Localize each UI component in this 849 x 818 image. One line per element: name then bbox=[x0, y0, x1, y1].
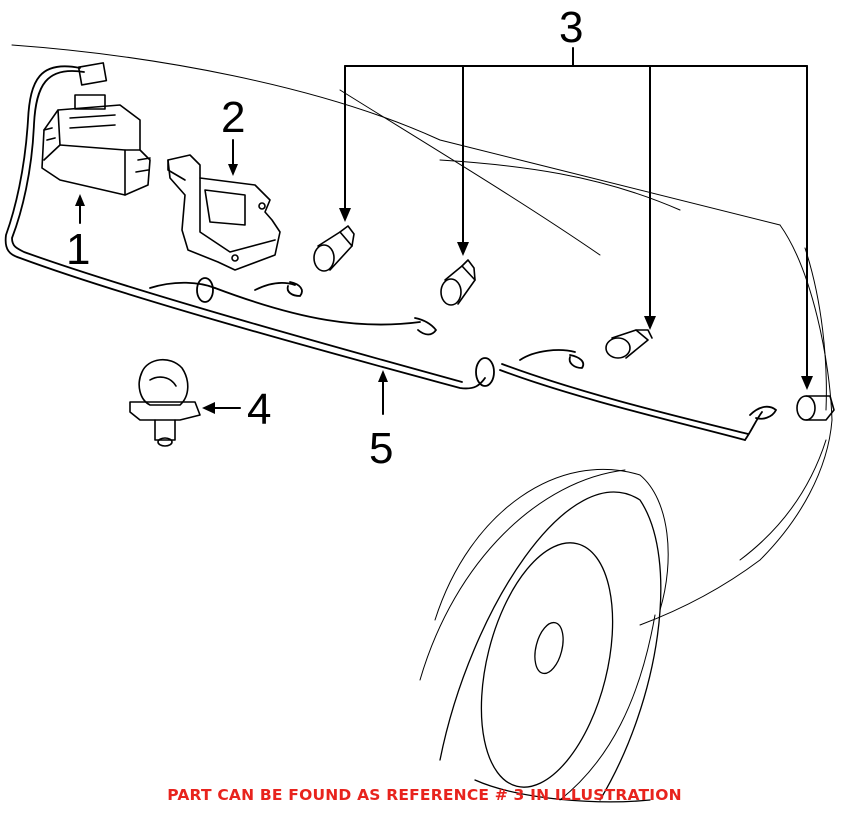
vehicle-body-outline bbox=[11, 44, 833, 801]
callout-1-label: 1 bbox=[66, 225, 90, 274]
control-module-part bbox=[41, 62, 151, 196]
bracket-part bbox=[167, 154, 281, 271]
sensor-part-c bbox=[605, 329, 653, 359]
wheel-tire bbox=[439, 491, 662, 803]
wiring-harness-part bbox=[4, 65, 777, 441]
sensor-part-d bbox=[796, 395, 835, 421]
sensor-clip-part bbox=[129, 359, 201, 447]
sensor-part-a bbox=[313, 225, 355, 272]
callout-3-label: 3 bbox=[559, 3, 583, 52]
arrow-heads bbox=[75, 164, 813, 414]
sensor-part-b bbox=[440, 259, 476, 306]
callout-4-label: 4 bbox=[247, 385, 271, 434]
callout-5-label: 5 bbox=[369, 424, 393, 473]
callout-2-label: 2 bbox=[221, 93, 245, 142]
reference-caption: PART CAN BE FOUND AS REFERENCE # 3 IN IL… bbox=[167, 786, 682, 804]
callout-arrows bbox=[79, 47, 808, 415]
